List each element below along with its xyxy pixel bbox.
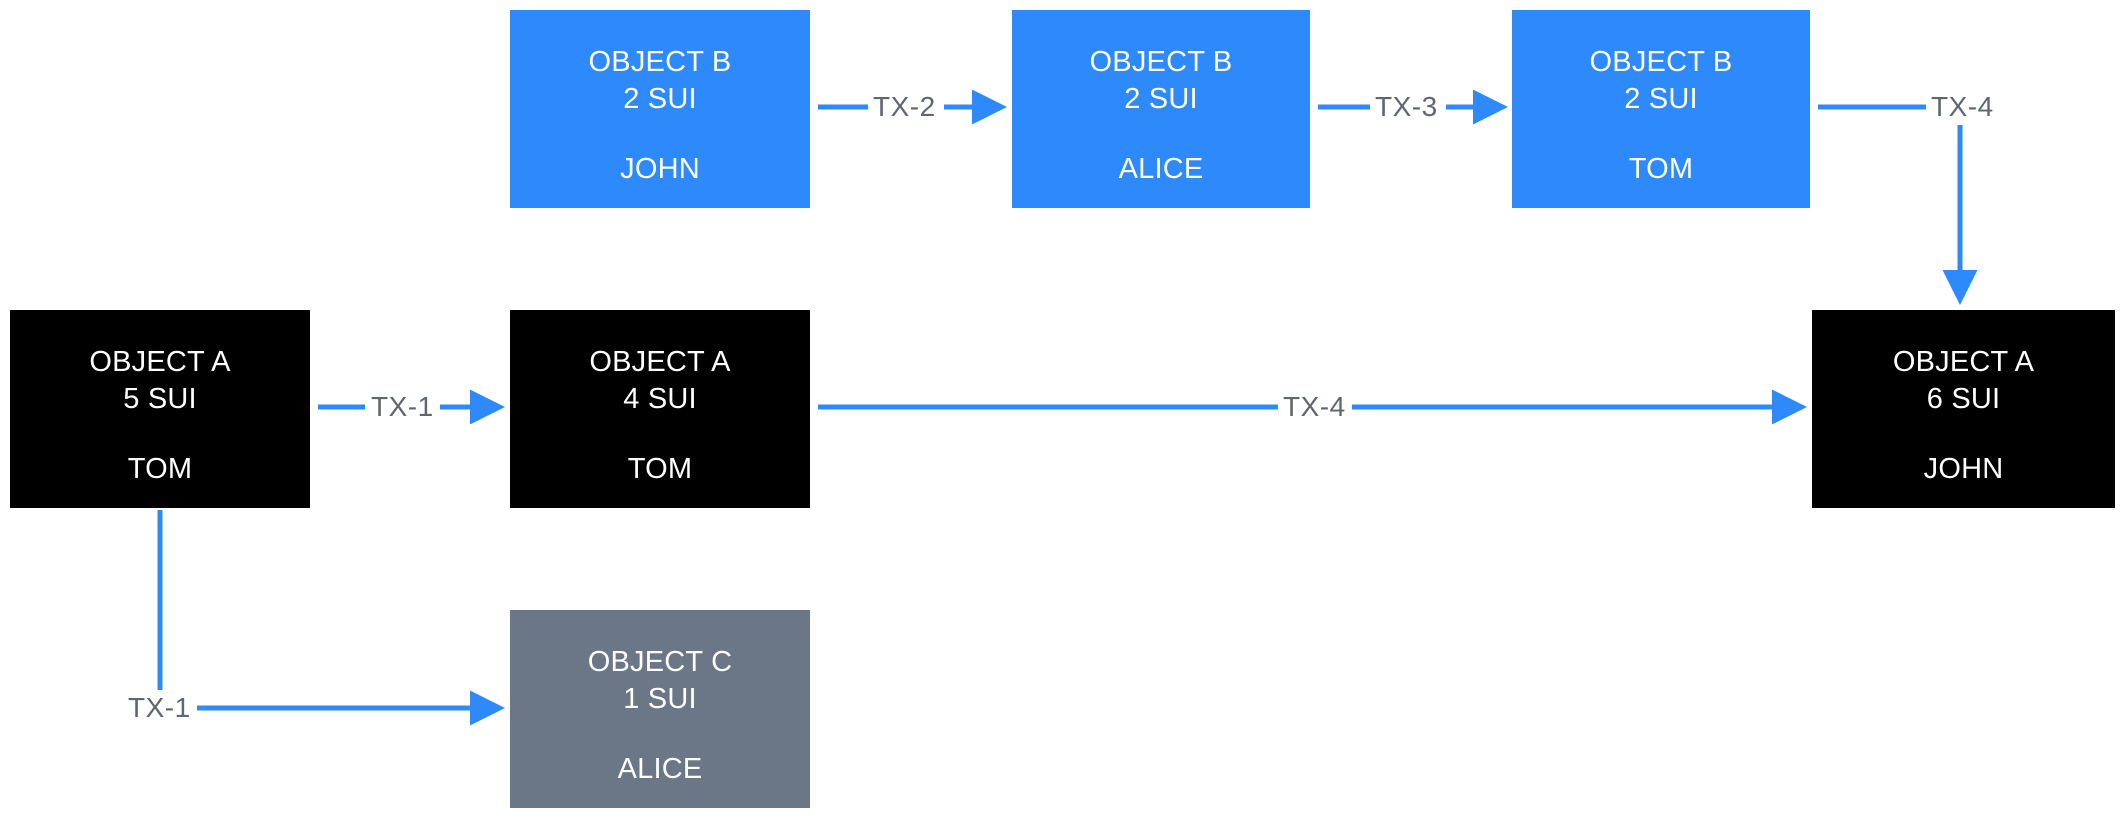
node-title: OBJECT C 1 SUI [588,644,732,718]
edge-label-tx1-a5-to-c: TX-1 [125,694,194,722]
node-object-name: OBJECT C [587,646,733,678]
node-title: OBJECT A 6 SUI [1893,344,2034,418]
node-object-name: OBJECT A [1892,346,2035,378]
edge-tx4-tom-a6 [1818,104,1978,305]
node-object-name: OBJECT A [89,346,231,378]
node-title: OBJECT B 2 SUI [1090,44,1233,118]
node-object-c-alice[interactable]: OBJECT C 1 SUI ALICE [510,610,810,808]
edge-label-tx1-a5-to-a4: TX-1 [368,393,437,421]
node-title: OBJECT A 5 SUI [89,344,230,418]
node-object-name: OBJECT B [1589,46,1733,78]
node-object-a-4sui-tom[interactable]: OBJECT A 4 SUI TOM [510,310,810,508]
node-owner: TOM [1628,153,1694,185]
node-amount: 2 SUI [1624,83,1698,115]
node-owner: ALICE [1118,153,1204,185]
node-owner: TOM [127,453,193,485]
edge-label-tx4-a4-a6: TX-4 [1280,393,1349,421]
node-owner: JOHN [1923,453,2004,485]
node-owner: ALICE [617,753,703,785]
node-object-b-tom[interactable]: OBJECT B 2 SUI TOM [1512,10,1810,208]
node-title: OBJECT B 2 SUI [589,44,732,118]
node-amount: 2 SUI [1124,83,1198,115]
node-object-name: OBJECT A [589,346,731,378]
node-title: OBJECT A 4 SUI [589,344,730,418]
node-object-b-john[interactable]: OBJECT B 2 SUI JOHN [510,10,810,208]
node-amount: 6 SUI [1926,383,2001,415]
node-object-b-alice[interactable]: OBJECT B 2 SUI ALICE [1012,10,1310,208]
node-owner: TOM [627,453,693,485]
edge-label-tx4-tom-a6: TX-4 [1928,93,1997,121]
edge-label-tx3-alice-tom: TX-3 [1372,93,1441,121]
node-object-name: OBJECT B [588,46,732,78]
node-amount: 4 SUI [623,383,697,415]
node-object-name: OBJECT B [1089,46,1233,78]
node-amount: 1 SUI [623,683,697,715]
node-owner: JOHN [620,153,700,185]
edge-label-tx2-john-alice: TX-2 [870,93,939,121]
node-object-a-5sui-tom[interactable]: OBJECT A 5 SUI TOM [10,310,310,508]
node-title: OBJECT B 2 SUI [1590,44,1733,118]
edge-tx1-a5-to-c [157,510,505,726]
node-amount: 2 SUI [623,83,697,115]
node-object-a-6sui-john[interactable]: OBJECT A 6 SUI JOHN [1812,310,2115,508]
node-amount: 5 SUI [123,383,197,415]
